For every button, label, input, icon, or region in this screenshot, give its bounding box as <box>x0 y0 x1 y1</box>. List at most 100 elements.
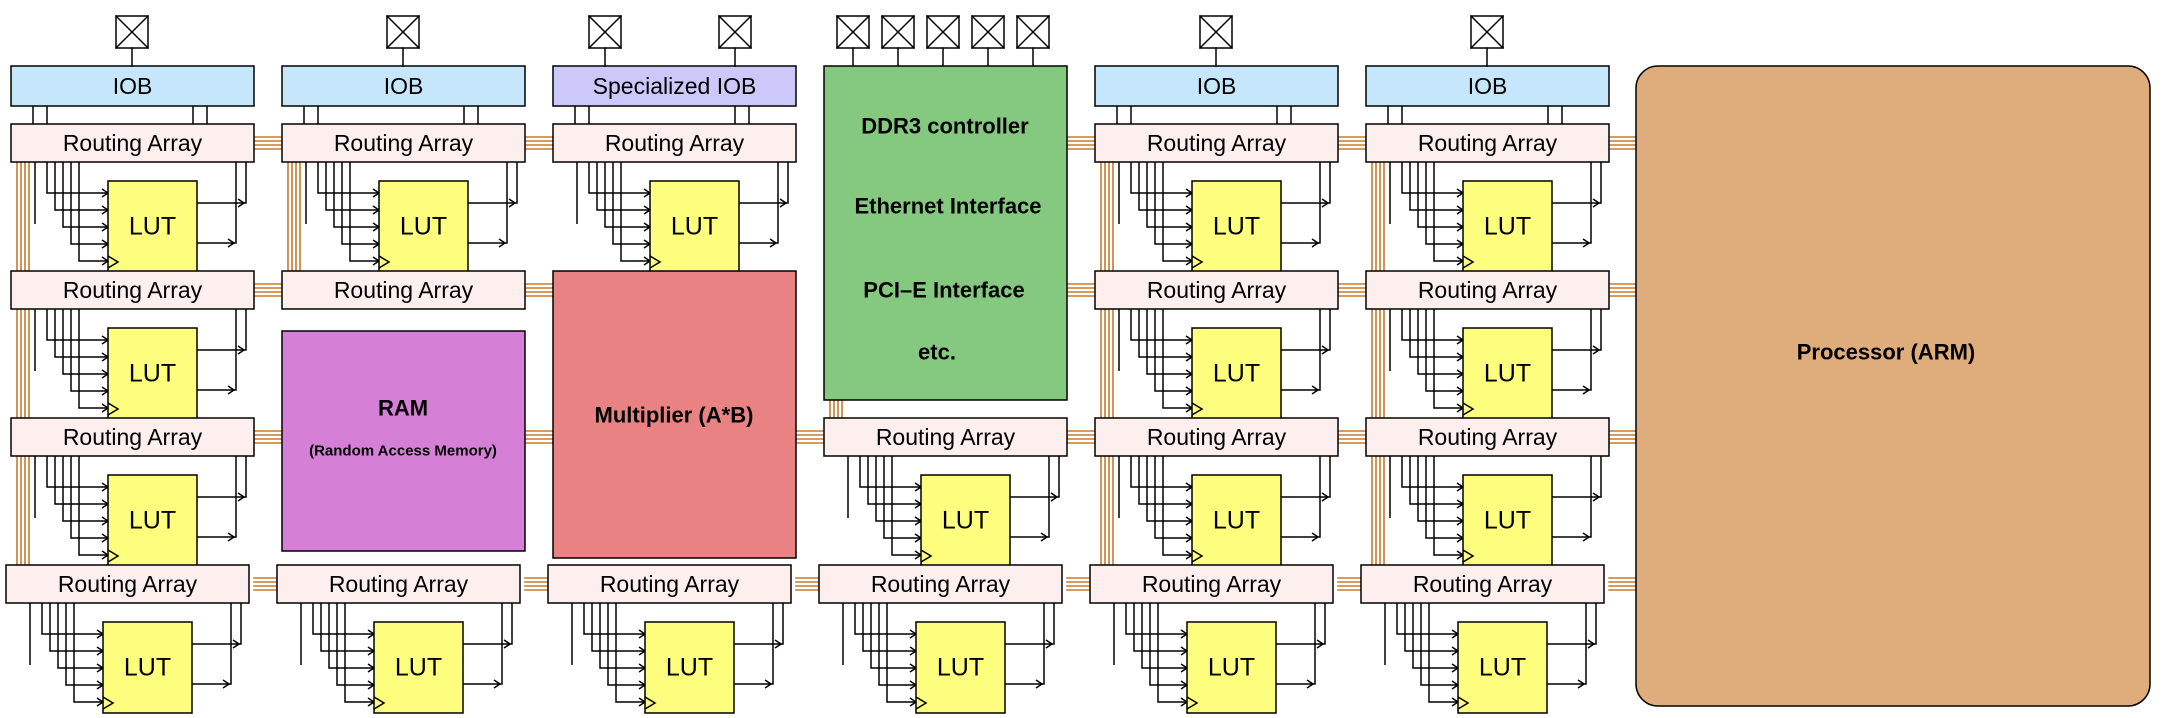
lut-input-wire <box>891 456 921 556</box>
lut-input-wire <box>878 603 916 686</box>
lut-input-wire <box>1401 162 1463 194</box>
lut-input-wire <box>883 456 921 539</box>
lut-block <box>1186 621 1277 714</box>
routing-array <box>1094 270 1339 310</box>
lut-label: LUT <box>937 654 984 682</box>
arrow-icon <box>1321 345 1330 355</box>
routing-array <box>1360 564 1605 604</box>
clock-input-icon <box>1191 255 1204 269</box>
io-pad-cross-line <box>717 14 753 50</box>
lut-input-wire <box>333 162 379 228</box>
arrow-icon <box>1592 345 1601 355</box>
lut-input-wire <box>588 162 650 194</box>
io-pad-cross-line <box>1469 14 1505 50</box>
routing-array-label: Routing Array <box>334 277 474 303</box>
arrow-icon <box>1040 532 1049 542</box>
lut-output-wire <box>1552 162 1602 204</box>
iob-label: IOB <box>113 73 153 99</box>
routing-array-label: Routing Array <box>1418 424 1558 450</box>
lut-input-wire <box>1162 309 1192 409</box>
lut-input-wire <box>1125 603 1187 635</box>
processor-label: Processor (ARM) <box>1797 340 1975 365</box>
iob-block <box>1094 65 1339 107</box>
clock-input-icon <box>107 549 120 563</box>
clock-input-icon <box>1462 255 1475 269</box>
lut-input-wire <box>1146 456 1192 522</box>
routing-array-label: Routing Array <box>1147 277 1287 303</box>
arrow-icon <box>774 639 783 649</box>
lut-input-wire <box>73 603 103 703</box>
arrow-icon <box>1592 198 1601 208</box>
clock-input-icon <box>644 696 657 710</box>
lut-block <box>920 474 1011 567</box>
lut-input-wire <box>70 456 108 539</box>
clock-input-icon <box>915 696 928 710</box>
arrow-icon <box>1582 532 1591 542</box>
lut-input-wire <box>1157 603 1187 703</box>
arrow-icon <box>237 198 246 208</box>
lut-input-wire <box>1412 603 1458 669</box>
lut-input-wire <box>615 603 645 703</box>
arrow-icon <box>1582 238 1591 248</box>
lut-input-wire <box>1425 162 1463 245</box>
routing-array <box>281 270 526 310</box>
lut-input-wire <box>41 603 103 635</box>
lut-input-wire <box>1138 162 1192 211</box>
lut-block <box>107 180 198 273</box>
ethernet-interface-label: Ethernet Interface <box>854 194 1041 219</box>
arrow-icon <box>1306 679 1315 689</box>
lut-output-wire <box>1552 456 1592 538</box>
lut-output-wire <box>1552 309 1592 391</box>
specialized-iob-label: Specialized IOB <box>593 73 757 99</box>
routing-array <box>10 417 255 457</box>
arrow-icon <box>1311 238 1320 248</box>
routing-array-label: Routing Array <box>871 571 1011 597</box>
io-pad-cross-line <box>925 14 961 50</box>
lut-label: LUT <box>1484 360 1531 388</box>
lut-block <box>1191 180 1282 273</box>
arrow-icon <box>232 639 241 649</box>
lut-label: LUT <box>1479 654 1526 682</box>
lut-input-wire <box>1130 162 1192 194</box>
lut-input-wire <box>862 603 916 652</box>
lut-input-wire <box>1154 162 1192 245</box>
lut-input-wire <box>1409 162 1463 211</box>
lut-input-wire <box>1401 309 1463 341</box>
ram-title: RAM <box>378 396 428 421</box>
lut-input-wire <box>854 603 916 635</box>
lut-input-wire <box>596 162 650 211</box>
clock-input-icon <box>920 549 933 563</box>
processor-block <box>1635 65 2151 707</box>
io-pad-cross-line <box>114 14 150 50</box>
lut-label: LUT <box>400 213 447 241</box>
routing-array-label: Routing Array <box>334 130 474 156</box>
io-pad-cross-line <box>1198 14 1234 50</box>
lut-label: LUT <box>666 654 713 682</box>
routing-array <box>1365 270 1610 310</box>
lut-output-wire <box>1552 309 1602 351</box>
lut-input-wire <box>1428 603 1458 703</box>
lut-output-wire <box>1281 309 1331 351</box>
routing-array-label: Routing Array <box>605 130 745 156</box>
clock-input-icon <box>1191 549 1204 563</box>
lut-input-wire <box>1138 309 1192 358</box>
lut-input-wire <box>1425 456 1463 539</box>
io-pad-cross-line <box>1015 14 1051 50</box>
lut-input-wire <box>875 456 921 522</box>
multiplier-block <box>552 270 797 559</box>
lut-input-wire <box>1138 456 1192 505</box>
ram-subtitle: (Random Access Memory) <box>309 443 497 460</box>
lut-output-wire <box>192 603 232 685</box>
arrow-icon <box>503 639 512 649</box>
routing-array <box>1089 564 1334 604</box>
iob-label: IOB <box>384 73 424 99</box>
lut-input-wire <box>46 162 108 194</box>
arrow-icon <box>1587 639 1596 649</box>
lut-input-wire <box>591 603 645 652</box>
arrow-icon <box>222 679 231 689</box>
routing-array-label: Routing Array <box>1418 130 1558 156</box>
arrow-icon <box>1311 532 1320 542</box>
lut-output-wire <box>1281 309 1321 391</box>
arrow-icon <box>227 532 236 542</box>
lut-input-wire <box>1401 456 1463 488</box>
